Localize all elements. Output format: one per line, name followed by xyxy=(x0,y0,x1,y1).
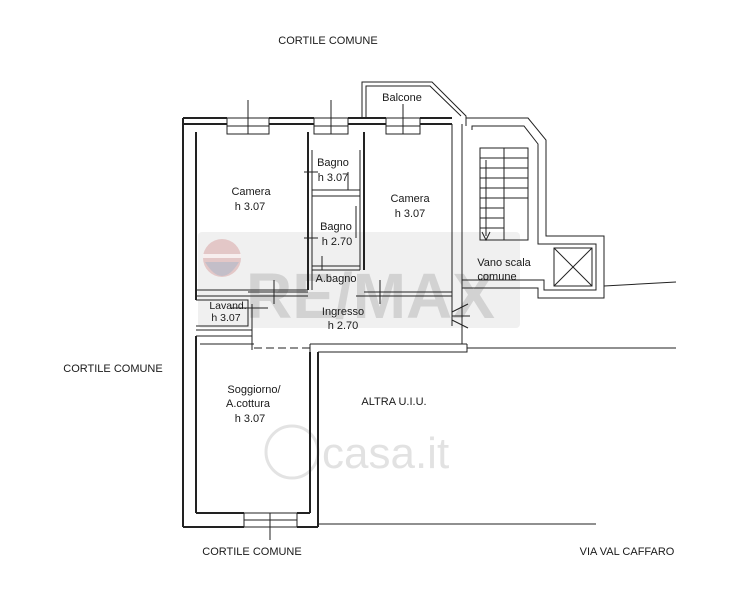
apartment-outline xyxy=(182,117,468,528)
room-camera2-name: Camera xyxy=(390,193,430,205)
interior-walls xyxy=(196,132,470,352)
room-ingresso-height: h 2.70 xyxy=(328,320,359,332)
room-camera2-height: h 3.07 xyxy=(395,208,426,220)
label-vano-scala-comune: comune xyxy=(477,271,516,283)
labels: CORTILE COMUNE CORTILE COMUNE CORTILE CO… xyxy=(63,35,675,558)
balcone xyxy=(361,81,467,126)
room-camera1-name: Camera xyxy=(231,186,271,198)
boundary-lines xyxy=(318,347,676,525)
balloon-icon xyxy=(203,239,241,277)
room-bagno2-height: h 2.70 xyxy=(322,236,353,248)
room-soggiorno-name: Soggiorno/ xyxy=(227,384,281,396)
room-lavand-name: Lavand. xyxy=(209,300,246,312)
label-altra-uiu: ALTRA U.I.U. xyxy=(361,396,426,408)
room-ingresso-name: Ingresso xyxy=(322,306,364,318)
casa-watermark: casa.it xyxy=(264,424,449,480)
stair-core xyxy=(462,117,677,299)
remax-watermark: RE/MAX xyxy=(198,232,520,332)
label-cortile-bottom: CORTILE COMUNE xyxy=(202,546,301,558)
room-soggiorno-name2: A.cottura xyxy=(226,398,271,410)
label-cortile-left: CORTILE COMUNE xyxy=(63,363,162,375)
label-cortile-top: CORTILE COMUNE xyxy=(278,35,377,47)
label-via: VIA VAL CAFFARO xyxy=(580,546,675,558)
elevator-icon xyxy=(553,247,593,287)
remax-watermark-bg xyxy=(198,232,520,328)
room-bagno1-height: h 3.07 xyxy=(318,172,349,184)
label-vano-scala: Vano scala xyxy=(477,257,531,269)
stair-treads xyxy=(479,147,529,242)
room-bagno1-name: Bagno xyxy=(317,157,349,169)
room-soggiorno-height: h 3.07 xyxy=(235,413,266,425)
label-balcone: Balcone xyxy=(382,92,422,104)
room-lavand-height: h 3.07 xyxy=(211,312,240,324)
room-bagno2-name: Bagno xyxy=(320,221,352,233)
room-abagno-name: A.bagno xyxy=(316,273,357,285)
casa-text: casa.it xyxy=(322,429,449,478)
windows xyxy=(226,100,421,540)
room-camera1-height: h 3.07 xyxy=(235,201,266,213)
